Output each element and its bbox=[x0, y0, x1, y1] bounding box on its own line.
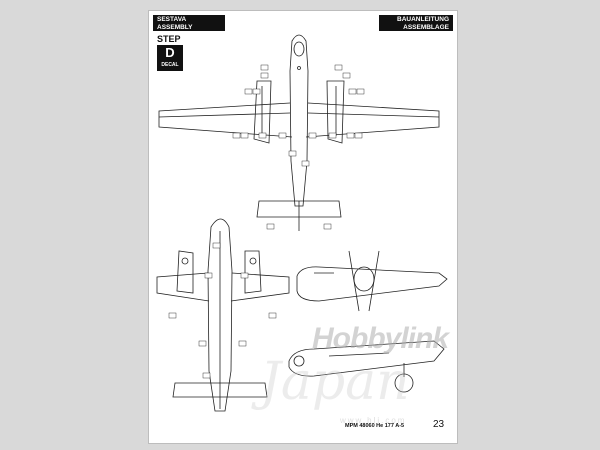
step-title: STEP bbox=[157, 34, 181, 44]
header-left-line2: ASSEMBLY bbox=[157, 23, 193, 31]
header-right-line1: BAUANLEITUNG bbox=[397, 16, 449, 23]
aircraft-drawings bbox=[156, 34, 448, 412]
callout-marker-group bbox=[168, 64, 365, 379]
step-subtitle: DECAL bbox=[161, 62, 179, 68]
header-right-line2: ASSEMBLAGE bbox=[403, 23, 449, 31]
instruction-page: SESTAVA ASSEMBLY BAUANLEITUNG ASSEMBLAGE… bbox=[148, 10, 458, 444]
page-number: 23 bbox=[433, 419, 445, 430]
step-letter: D bbox=[165, 45, 175, 60]
header-left-line1: SESTAVA bbox=[157, 16, 187, 23]
top-view-aircraft bbox=[158, 34, 440, 231]
header-right-label: BAUANLEITUNG ASSEMBLAGE bbox=[379, 15, 453, 31]
footer-kit-code: MPM 48060 He 177 A-5 bbox=[345, 423, 405, 429]
bottom-view-aircraft bbox=[156, 218, 290, 412]
side-view-lower bbox=[288, 340, 445, 393]
header-left-label: SESTAVA ASSEMBLY bbox=[153, 15, 225, 31]
side-view-upper bbox=[296, 250, 448, 312]
step-badge: D DECAL bbox=[157, 45, 183, 71]
